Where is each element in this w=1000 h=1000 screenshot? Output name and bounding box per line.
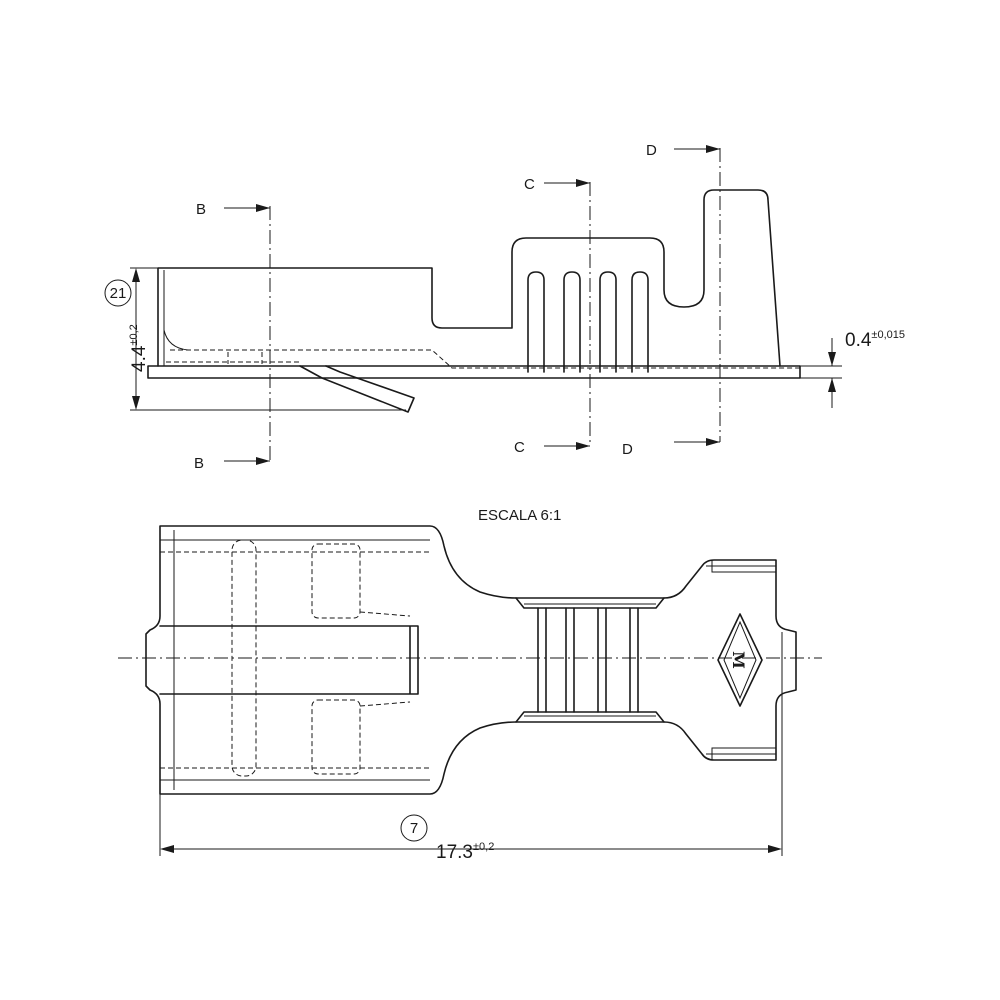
- side-inner-curve: [163, 329, 189, 351]
- svg-text:4.4±0,2: 4.4±0,2: [128, 324, 150, 372]
- top-crimp-area: [515, 597, 665, 723]
- top-tab-detail: [706, 560, 776, 760]
- side-receptacle-body: [157, 189, 781, 367]
- side-locking-tongue: [299, 365, 415, 413]
- thickness-tolerance: ±0,015: [871, 329, 905, 341]
- section-label-c-top: C: [524, 176, 535, 193]
- height-tolerance: ±0,2: [128, 324, 140, 345]
- balloon-side: 21: [104, 279, 132, 307]
- balloon-top-label: 7: [410, 820, 418, 837]
- logo-letter: M: [729, 651, 748, 669]
- section-label-d-bottom: D: [622, 441, 633, 458]
- section-label-d-top: D: [646, 142, 657, 159]
- thickness-dimension: 0.4±0,015: [800, 329, 905, 408]
- top-view: M 17.3±0,2 7: [118, 525, 822, 863]
- section-label-b-bottom: B: [194, 455, 204, 472]
- svg-text:0.4±0,015: 0.4±0,015: [845, 329, 905, 351]
- section-label-b-top: B: [196, 201, 206, 218]
- thickness-value: 0.4: [845, 330, 872, 351]
- scale-note: ESCALA 6:1: [478, 507, 561, 524]
- side-view: B B C C D D 4.4±0,2 21 0.4±0,015: [104, 142, 905, 472]
- height-value: 4.4: [129, 345, 150, 372]
- height-dimension: 4.4±0,2: [128, 267, 406, 411]
- top-inner-rim: [160, 530, 430, 790]
- logo-diamond: M: [717, 613, 763, 707]
- top-outline: [145, 525, 797, 795]
- balloon-top: 7: [400, 814, 428, 842]
- section-label-c-bottom: C: [514, 439, 525, 456]
- length-value: 17.3: [436, 842, 473, 863]
- side-crimp-ribs: [527, 271, 649, 373]
- side-hidden-mid: [227, 352, 263, 364]
- length-dimension: 17.3±0,2: [159, 632, 783, 863]
- section-arrows: [224, 145, 720, 465]
- svg-text:17.3±0,2: 17.3±0,2: [436, 841, 494, 863]
- side-hidden-top: [170, 349, 800, 369]
- top-center-slot: [159, 625, 419, 695]
- balloon-side-label: 21: [110, 285, 127, 302]
- length-tolerance: ±0,2: [473, 841, 494, 853]
